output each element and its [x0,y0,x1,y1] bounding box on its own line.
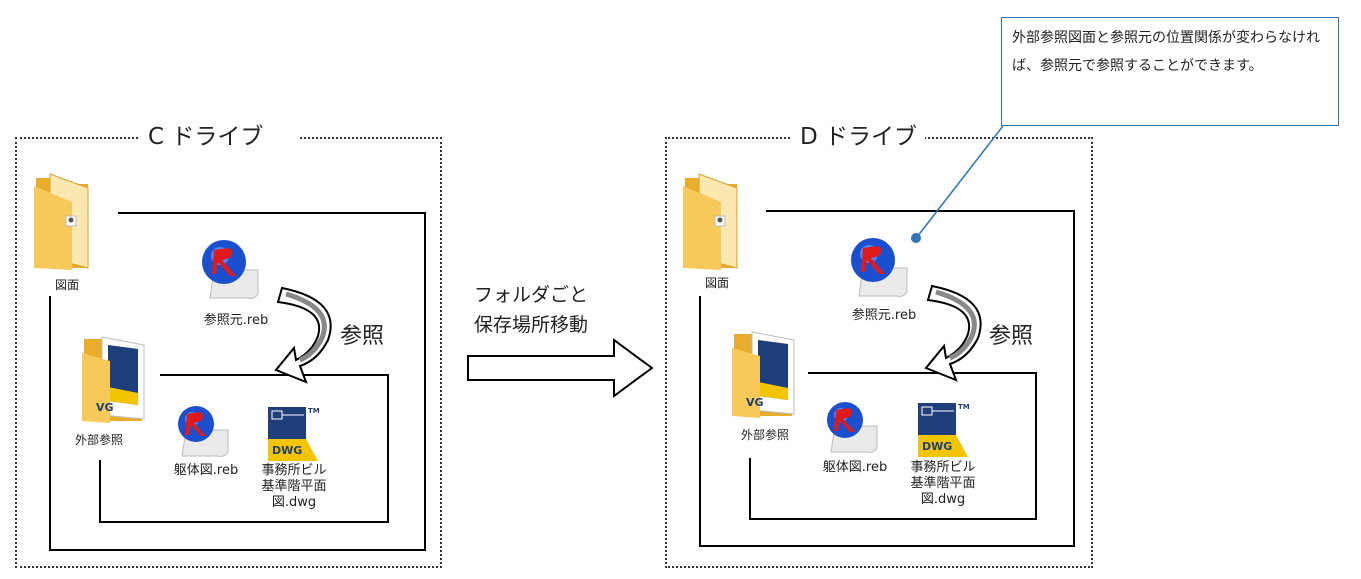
svg-text:DWG: DWG [272,444,302,457]
dwg-file-label: 事務所ビル基準階平面図.dwg [261,463,327,510]
move-text-line1: フォルダごと [474,284,589,306]
kutai-label: 躯体図.reb [822,460,888,475]
dwg-folder-icon[interactable]: VG TM [730,330,804,420]
reference-label: 参照 [989,324,1034,349]
zumen-box-left [699,296,701,547]
svg-text:VG: VG [746,396,764,409]
gaibu-box-bottom [99,521,389,523]
reb-file-icon[interactable] [823,400,883,454]
dwg-folder-icon[interactable]: VG TM [80,335,154,425]
reference-curved-arrow [274,286,332,384]
reb-file-icon[interactable] [200,236,264,302]
svg-text:TM: TM [122,349,134,357]
gaibu-box-right [387,374,389,523]
dwg-file-icon[interactable]: DWG TM [916,401,972,459]
reb-file-icon[interactable] [174,404,234,458]
gaibu-box-bottom [749,518,1037,520]
zumen-box-top [766,210,1075,212]
c-drive-label: C ドライブ [140,123,272,151]
callout-box: 外部参照図面と参照元の位置関係が変わらなければ、参照元で参照することができます。 [1001,17,1339,126]
svg-text:VG: VG [96,401,114,414]
dwg-file-icon[interactable]: DWG TM [266,405,322,463]
gaibu-box-right [1035,372,1037,520]
reb-file-icon[interactable] [849,234,913,300]
svg-text:TM: TM [772,344,784,352]
folder-zumen-label: 図面 [704,276,729,290]
gaibu-box-left [749,458,751,520]
gaibu-box-top [808,372,1037,374]
folder-icon[interactable] [32,172,92,272]
folder-gaibu-label: 外部参照 [740,428,789,442]
gaibu-box-left [99,460,101,523]
folder-gaibu-label: 外部参照 [74,433,123,447]
d-drive-label: D ドライブ [792,123,926,151]
svg-text:TM: TM [958,403,970,411]
label-gap [262,130,300,144]
zumen-box-right [1073,210,1075,547]
svg-text:DWG: DWG [922,440,952,453]
zumen-box-bottom [699,545,1075,547]
svg-text:TM: TM [308,407,320,415]
zumen-box-right [424,212,426,551]
zumen-box-left [49,296,51,551]
gaibu-box-top [160,374,388,376]
zumen-box-bottom [49,549,426,551]
sanshomoto-label: 参照元.reb [851,308,917,323]
sanshomoto-label: 参照元.reb [203,313,269,328]
move-arrow [467,338,654,398]
folder-icon[interactable] [681,172,741,272]
move-text-line2: 保存場所移動 [474,314,589,336]
kutai-label: 躯体図.reb [173,463,239,478]
folder-zumen-label: 図面 [54,278,79,292]
reference-label: 参照 [340,324,385,349]
reference-curved-arrow [924,284,982,382]
dwg-file-label: 事務所ビル基準階平面図.dwg [910,460,976,507]
zumen-box-top [118,212,426,214]
